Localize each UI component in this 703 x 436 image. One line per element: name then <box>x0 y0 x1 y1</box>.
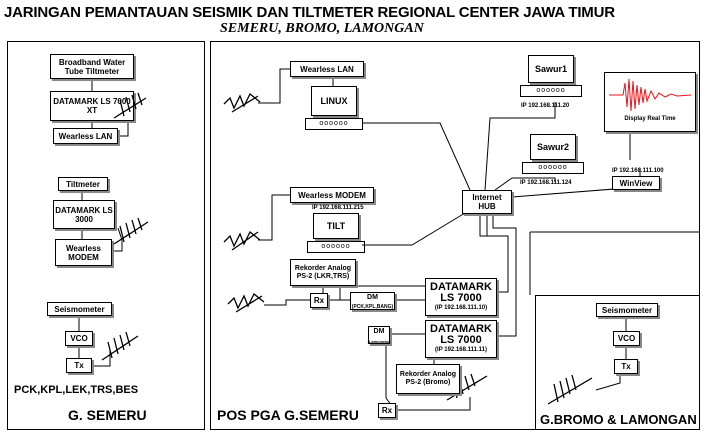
wearless-lan-center-box: Wearless LAN <box>290 61 364 77</box>
panel-pos-pga-title: POS PGA G.SEMERU <box>217 407 359 423</box>
seismometer-box: Seismometer <box>47 302 112 316</box>
antenna-icon <box>547 374 593 405</box>
laptop-keyboard-icon: oooooo <box>305 118 363 130</box>
dm-1-label: DM <box>367 293 378 301</box>
datamark-2-label: DATAMARK LS 7000 <box>430 323 492 346</box>
panel-g-semeru-title: G. SEMERU <box>68 407 147 423</box>
dm-1-box: DM (PCK,KPL,BANG) <box>350 292 395 310</box>
sawur2-screen-label: Sawur2 <box>530 134 576 160</box>
sawur1-ip: IP 192.168.111.20 <box>521 103 570 109</box>
tx-right-box: Tx <box>614 359 638 374</box>
laptop-keyboard-icon: oooooo <box>520 85 582 97</box>
rekorder-analog-2-box: Rekorder Analog PS-2 (Bromo) <box>396 364 460 394</box>
linux-screen-label: LINUX <box>311 86 357 116</box>
rx-2-box: Rx <box>378 403 396 418</box>
linux-laptop: LINUX oooooo <box>305 86 363 132</box>
dm-1-sublabel: (PCK,KPL,BANG) <box>351 303 394 310</box>
datamark-1-ip: (IP 192.168.111.10) <box>434 305 488 311</box>
rx-1-box: Rx <box>310 293 328 308</box>
sawur1-laptop: Sawur1 oooooo <box>520 55 582 101</box>
internet-hub-box: Internet HUB <box>462 190 512 214</box>
vco-right-box: VCO <box>613 331 640 346</box>
laptop-keyboard-icon: oooooo <box>307 241 365 253</box>
antenna-icon <box>113 217 149 245</box>
antenna-icon <box>113 92 147 119</box>
sawur2-laptop: Sawur2 oooooo <box>522 134 584 178</box>
dm-2-label: DM <box>373 327 385 335</box>
sawur2-ip: IP 192.168.111.124 <box>520 180 572 186</box>
diagram-title: JARINGAN PEMANTAUAN SEISMIK DAN TILTMETE… <box>4 4 615 21</box>
seismometer-right-box: Seismometer <box>596 303 658 317</box>
dm-2-box: DM (Lamongan) <box>368 326 390 344</box>
tilt-laptop: TILT oooooo <box>307 213 365 257</box>
tilt-screen-label: TILT <box>313 213 359 239</box>
tx-box: Tx <box>66 358 92 373</box>
datamark-ls3000-box: DATAMARK LS 3000 <box>53 200 115 229</box>
seismogram-icon <box>609 78 692 112</box>
antenna-icon <box>227 292 265 313</box>
rekorder-analog-1-box: Rekorder Analog PS-2 (LKR,TRS) <box>290 259 356 286</box>
datamark-1-label: DATAMARK LS 7000 <box>430 281 492 304</box>
datamark-ls7000-2-box: DATAMARK LS 7000 (IP 192.168.111.11) <box>425 320 497 358</box>
antenna-icon <box>101 331 139 361</box>
stations-label: PCK,KPL,LEK,TRS,BES <box>14 384 139 396</box>
vco-box: VCO <box>65 331 93 346</box>
datamark-ls7000-1-box: DATAMARK LS 7000 (IP 192.168.111.10) <box>425 278 497 316</box>
winview-box: WinView <box>612 176 660 190</box>
tiltmeter-box: Tiltmeter <box>58 177 108 191</box>
laptop-keyboard-icon: oooooo <box>522 162 584 174</box>
panel-bromo-lamongan-title: G.BROMO & LAMONGAN <box>540 412 697 427</box>
wearless-lan-box: Wearless LAN <box>53 128 118 144</box>
display-label: Display Real Time <box>624 116 676 122</box>
display-monitor: Display Real Time <box>604 72 696 132</box>
datamark-2-ip: (IP 192.168.111.11) <box>435 347 487 353</box>
datamark-ls7000xt-box: DATAMARK LS 7000 XT <box>50 91 134 121</box>
antenna-icon <box>223 230 261 251</box>
wearless-modem-box: Wearless MODEM <box>55 239 112 266</box>
antenna-icon <box>223 92 261 113</box>
dm-2-sublabel: (Lamongan) <box>367 338 391 344</box>
tilt-ip: IP 192.168.111.215 <box>312 205 364 211</box>
sawur1-screen-label: Sawur1 <box>528 55 574 83</box>
wearless-modem-center-box: Wearless MODEM <box>290 187 374 203</box>
diagram-subtitle: SEMERU, BROMO, LAMONGAN <box>220 21 424 36</box>
broadband-tiltmeter-box: Broadband Water Tube Tiltmeter <box>50 54 134 79</box>
winview-ip: IP 192.168.111.100 <box>612 168 664 174</box>
